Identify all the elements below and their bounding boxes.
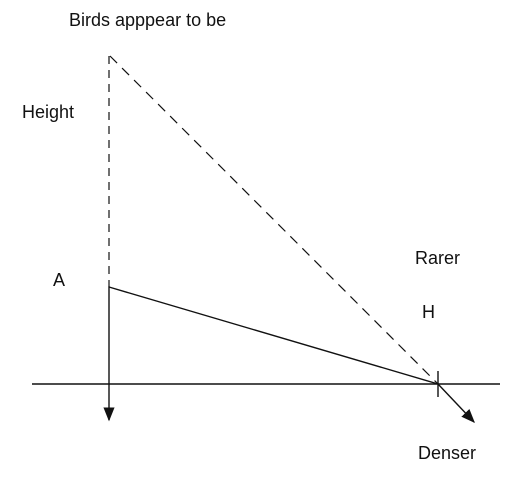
point-a-label: A — [53, 270, 66, 290]
refracted-ray-solid-line — [437, 383, 475, 424]
rarer-medium-label: Rarer — [415, 248, 461, 268]
denser-medium-label: Denser — [418, 443, 477, 463]
apparent-ray-dashed-line — [109, 55, 439, 385]
diagram-title-label: Birds apppear to be — [69, 10, 227, 30]
height-label: Height — [22, 102, 75, 122]
point-h-label: H — [422, 302, 435, 322]
incident-ray-solid-line — [108, 286, 439, 385]
